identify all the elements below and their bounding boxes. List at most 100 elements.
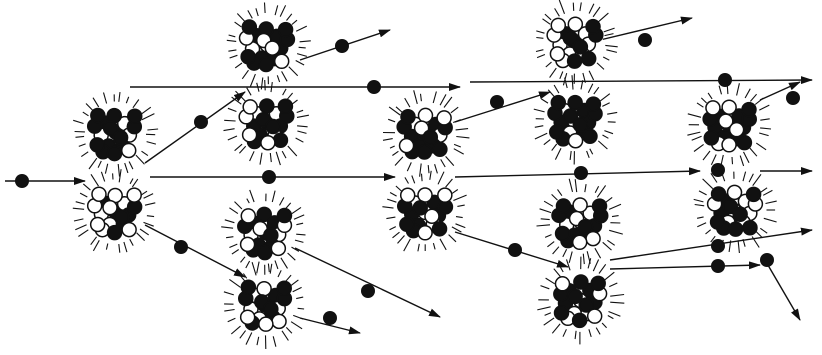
radiation-ray xyxy=(433,243,435,249)
radiation-ray xyxy=(540,209,552,213)
radiation-ray xyxy=(300,41,311,42)
neutron-sphere xyxy=(258,246,272,260)
radiation-ray xyxy=(449,235,456,242)
nucleus xyxy=(687,83,771,166)
radiation-ray xyxy=(297,131,306,133)
proton-sphere xyxy=(271,241,285,255)
radiation-ray xyxy=(256,8,258,16)
radiation-ray xyxy=(405,177,409,183)
radiation-ray xyxy=(93,98,99,107)
nucleus xyxy=(534,75,617,164)
radiation-ray xyxy=(438,172,444,185)
radiation-ray xyxy=(225,220,235,223)
radiation-ray xyxy=(257,262,259,274)
neutron-path-arrow xyxy=(145,92,245,163)
proton-sphere xyxy=(265,41,279,55)
radiation-ray xyxy=(588,84,593,93)
proton-sphere xyxy=(437,111,451,125)
proton-sphere xyxy=(438,188,452,202)
radiation-ray xyxy=(456,217,463,218)
neutron-sphere xyxy=(555,306,569,320)
neutron-dot xyxy=(174,240,188,254)
radiation-ray xyxy=(250,151,255,161)
radiation-ray xyxy=(137,233,145,241)
radiation-ray xyxy=(565,78,568,88)
neutron-sphere xyxy=(257,207,271,221)
radiation-ray xyxy=(293,287,302,291)
radiation-ray xyxy=(688,114,701,118)
radiation-ray xyxy=(247,199,250,204)
radiation-ray xyxy=(242,70,248,79)
neutron-sphere xyxy=(241,280,255,294)
neutron-sphere xyxy=(259,58,273,72)
proton-sphere xyxy=(555,277,569,291)
radiation-ray xyxy=(545,14,551,20)
neutron-dot xyxy=(335,39,349,53)
radiation-ray xyxy=(76,202,85,204)
radiation-ray xyxy=(719,86,721,95)
radiation-ray xyxy=(595,248,601,258)
neutron-sphere xyxy=(591,276,605,290)
radiation-ray xyxy=(687,132,700,135)
radiation-ray xyxy=(271,82,272,92)
radiation-ray xyxy=(239,146,245,153)
proton-sphere xyxy=(241,310,255,324)
radiation-ray xyxy=(293,315,303,319)
radiation-ray xyxy=(537,225,551,226)
radiation-ray xyxy=(276,152,280,165)
proton-sphere xyxy=(730,123,744,137)
neutron-sphere xyxy=(114,131,128,145)
radiation-ray xyxy=(265,3,266,14)
neutron-dot xyxy=(574,166,588,180)
radiation-ray xyxy=(546,278,555,284)
radiation-ray xyxy=(297,110,303,112)
neutron-sphere xyxy=(423,130,437,144)
radiation-ray xyxy=(604,272,615,281)
radiation-ray xyxy=(548,90,555,98)
neutron-path-arrow xyxy=(610,230,812,260)
neutron-sphere xyxy=(550,125,564,139)
radiation-ray xyxy=(145,203,155,205)
radiation-ray xyxy=(534,109,545,112)
radiation-ray xyxy=(701,98,706,103)
nucleus xyxy=(224,80,309,165)
radiation-ray xyxy=(569,179,572,192)
radiation-ray xyxy=(130,239,134,245)
radiation-ray xyxy=(604,28,615,32)
radiation-ray xyxy=(270,153,271,162)
radiation-ray xyxy=(404,239,411,251)
neutron-path-arrow xyxy=(765,260,800,320)
radiation-ray xyxy=(609,312,621,317)
radiation-ray xyxy=(282,151,286,158)
neutron-sphere xyxy=(433,222,447,236)
radiation-ray xyxy=(430,171,431,180)
radiation-ray xyxy=(282,331,288,341)
radiation-ray xyxy=(386,217,395,219)
radiation-ray xyxy=(694,199,704,202)
radiation-ray xyxy=(278,270,281,277)
radiation-ray xyxy=(280,197,284,205)
radiation-ray xyxy=(272,191,275,202)
neutron-sphere xyxy=(733,207,747,221)
nucleus xyxy=(224,262,304,349)
neutron-sphere xyxy=(279,23,293,37)
radiation-ray xyxy=(277,75,279,82)
radiation-ray xyxy=(227,40,236,41)
radiation-ray xyxy=(697,217,704,218)
radiation-ray xyxy=(228,136,237,140)
radiation-ray xyxy=(694,144,704,151)
neutron-sphere xyxy=(260,99,274,113)
radiation-ray xyxy=(738,240,739,253)
radiation-ray xyxy=(273,336,276,346)
radiation-ray xyxy=(552,324,560,333)
radiation-ray xyxy=(235,144,243,151)
proton-sphere xyxy=(706,101,720,115)
radiation-ray xyxy=(544,140,551,145)
radiation-ray xyxy=(745,89,750,98)
proton-sphere xyxy=(241,237,255,251)
neutron-dot xyxy=(760,253,774,267)
radiation-ray xyxy=(136,155,145,164)
radiation-ray xyxy=(543,19,551,24)
radiation-ray xyxy=(291,280,299,286)
